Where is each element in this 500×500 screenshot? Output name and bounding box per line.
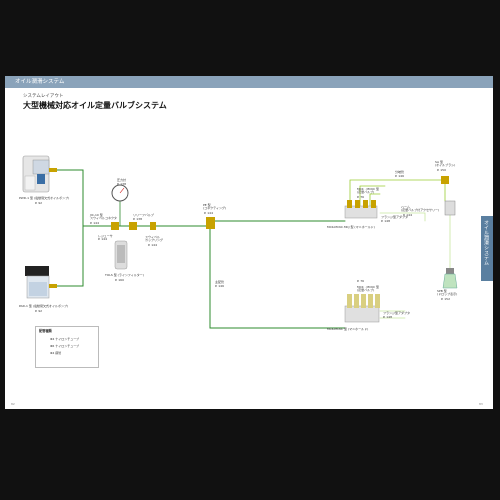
section-header: オイル潤滑システム: [5, 76, 493, 88]
branch-pipe: [359, 185, 386, 207]
nozzle-label: SA 型 (オイルブラシ): [435, 160, 456, 167]
valve-block-1-label: MCK · MCKC 型 (定量バルブ): [357, 187, 380, 194]
relief-ref: P. 138: [133, 217, 142, 221]
page-number-right: 83: [479, 402, 483, 406]
main-pipe-label: 主配管: [215, 280, 225, 284]
catalog-page: オイル潤滑システム システムレイアウト 大型機械対応オイル定量バルブシステム: [5, 76, 493, 409]
pump-1-icon: [22, 155, 57, 193]
valve-block-2-label: MCK · MCKC 型 (定量バルブ): [357, 285, 380, 292]
branch-pipe: [379, 212, 426, 222]
branch-pipe: [369, 193, 381, 207]
tee-ref: P. 144: [204, 211, 213, 215]
main-pipe: [209, 225, 346, 329]
section-side-tab[interactable]: オイル潤滑システム: [481, 216, 493, 281]
filter-ref: P. 160: [115, 278, 124, 282]
main-pipe-ref: P. 146: [215, 284, 224, 288]
coupling-label: スウィベル カップリング: [145, 235, 164, 242]
legend-item: Φ4 銅管: [50, 351, 62, 355]
fitting-ref: P. 148: [381, 219, 390, 223]
manifold-1-label: MCK-MCKC·MCJ 型 (マニホールド): [327, 225, 375, 229]
fitting-2-label: フランジ型アダプタ: [383, 311, 411, 315]
drip-label: SPB 型 (ドロップ表示): [437, 289, 458, 296]
coupling-icon: [150, 222, 156, 230]
legend-item: Φ4 ナイロンチューブ: [50, 337, 80, 341]
page-title: 大型機械対応オイル定量バルブシステム: [23, 101, 167, 110]
coupling-ref: P. 144: [148, 243, 157, 247]
connector-label: JIC-10 型 スウィベルコネクタ: [90, 213, 117, 220]
side-tab-label: オイル潤滑システム: [483, 220, 489, 265]
relief-label: リリーフバルブ: [133, 213, 154, 217]
reducer-label: レジューサ P. 144: [98, 234, 113, 241]
line-filter-icon: [114, 240, 128, 270]
nozzle-ref: P. 150: [437, 168, 446, 172]
section-title: オイル潤滑システム: [15, 79, 65, 85]
branch-pipe: [349, 179, 446, 207]
page-number-left: 82: [11, 402, 15, 406]
drip-indicator-icon: [442, 268, 458, 289]
connector-ref: P. 144: [90, 221, 99, 225]
oil-brush-icon: [441, 176, 449, 184]
pump-2-icon: [25, 266, 57, 299]
fitting-2-ref: P. 148: [383, 315, 392, 319]
valve-block-2-ref: P. 76: [357, 279, 365, 283]
legend: 配管種類 Φ4 ナイロンチューブ Φ6 ナイロンチューブ Φ4 銅管: [35, 326, 99, 368]
valve-block-1-ref: P. 76: [357, 195, 365, 199]
system-diagram: [22, 155, 458, 354]
pump-2-ref: P. 92: [35, 309, 43, 313]
pump-1-ref: P. 92: [35, 201, 43, 205]
branch-pipe: [379, 310, 406, 319]
legend-item: Φ6 ナイロンチューブ: [50, 344, 80, 348]
drip-ref: P. 152: [441, 297, 450, 301]
valve-block-lower-icon: [344, 294, 380, 323]
connector-icon: [111, 222, 119, 230]
tee-connector-icon: [206, 217, 215, 229]
pressure-gauge-icon: [111, 184, 129, 202]
sub-pipe-ref: P. 146: [395, 174, 404, 178]
sub-pipe-label: 分岐管: [395, 170, 405, 174]
filter-label: TOLS 型 (ラインフィルター): [105, 273, 144, 277]
branch-valve-ref: P. 144: [403, 213, 412, 217]
legend-title: 配管種類: [39, 329, 52, 333]
relief-valve-icon: [129, 222, 137, 230]
branch-valve-label: ハーム (定量バルブ付アクセサリー): [401, 205, 440, 212]
branch-valve-icon: [444, 200, 456, 216]
pump-2-label: PAD-1 型 (電動間欠式オイルポンプ): [19, 304, 69, 308]
tee-label: PE 型 (コネクティング): [203, 203, 227, 210]
pump-pipe: [56, 169, 84, 287]
valve-block-upper-icon: [344, 200, 378, 219]
main-pipe: [112, 220, 346, 227]
page-subtitle: システムレイアウト: [23, 94, 64, 99]
fitting-label: フランジ型アダプタ: [381, 215, 409, 219]
manifold-2-label: MCK-MCKC 型 (マニホールド): [327, 327, 369, 331]
gauge-label: 圧力計: [117, 178, 127, 182]
gauge-ref: P. 138: [117, 182, 126, 186]
pump-1-label: PWD-1 型 (電動間欠式オイルポンプ): [19, 196, 70, 200]
